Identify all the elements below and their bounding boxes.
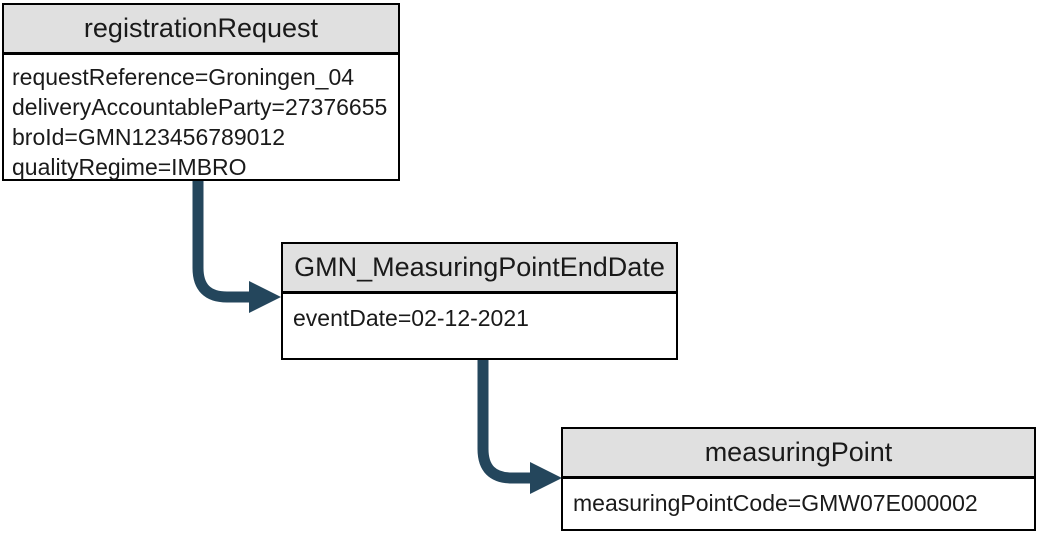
- arrow-head-icon: [530, 462, 562, 494]
- arrow-elbow-line: [477, 358, 531, 484]
- attribute-line: measuringPointCode=GMW07E000002: [573, 490, 978, 516]
- attribute-line: eventDate=02-12-2021: [293, 305, 529, 331]
- node-attributes: measuringPointCode=GMW07E000002: [563, 479, 1034, 518]
- node-gmn-measuring-point-end-date: GMN_MeasuringPointEndDate eventDate=02-1…: [281, 242, 678, 360]
- arrow-head-icon: [249, 281, 281, 313]
- node-registration-request: registrationRequest requestReference=Gro…: [2, 3, 400, 181]
- attribute-line: deliveryAccountableParty=27376655: [12, 94, 388, 120]
- attribute-line: requestReference=Groningen_04: [12, 64, 355, 90]
- node-title: measuringPoint: [563, 429, 1034, 479]
- arrow-enddate-to-measuringpoint: [477, 358, 562, 494]
- node-title: GMN_MeasuringPointEndDate: [283, 244, 676, 294]
- node-attributes: requestReference=Groningen_04 deliveryAc…: [4, 55, 398, 182]
- arrow-elbow-line: [192, 179, 250, 303]
- arrow-registration-to-enddate: [192, 179, 281, 313]
- attribute-line: broId=GMN123456789012: [12, 124, 286, 150]
- attribute-line: qualityRegime=IMBRO: [12, 154, 247, 180]
- node-measuring-point: measuringPoint measuringPointCode=GMW07E…: [561, 427, 1036, 531]
- node-attributes: eventDate=02-12-2021: [283, 294, 676, 333]
- node-title: registrationRequest: [4, 5, 398, 55]
